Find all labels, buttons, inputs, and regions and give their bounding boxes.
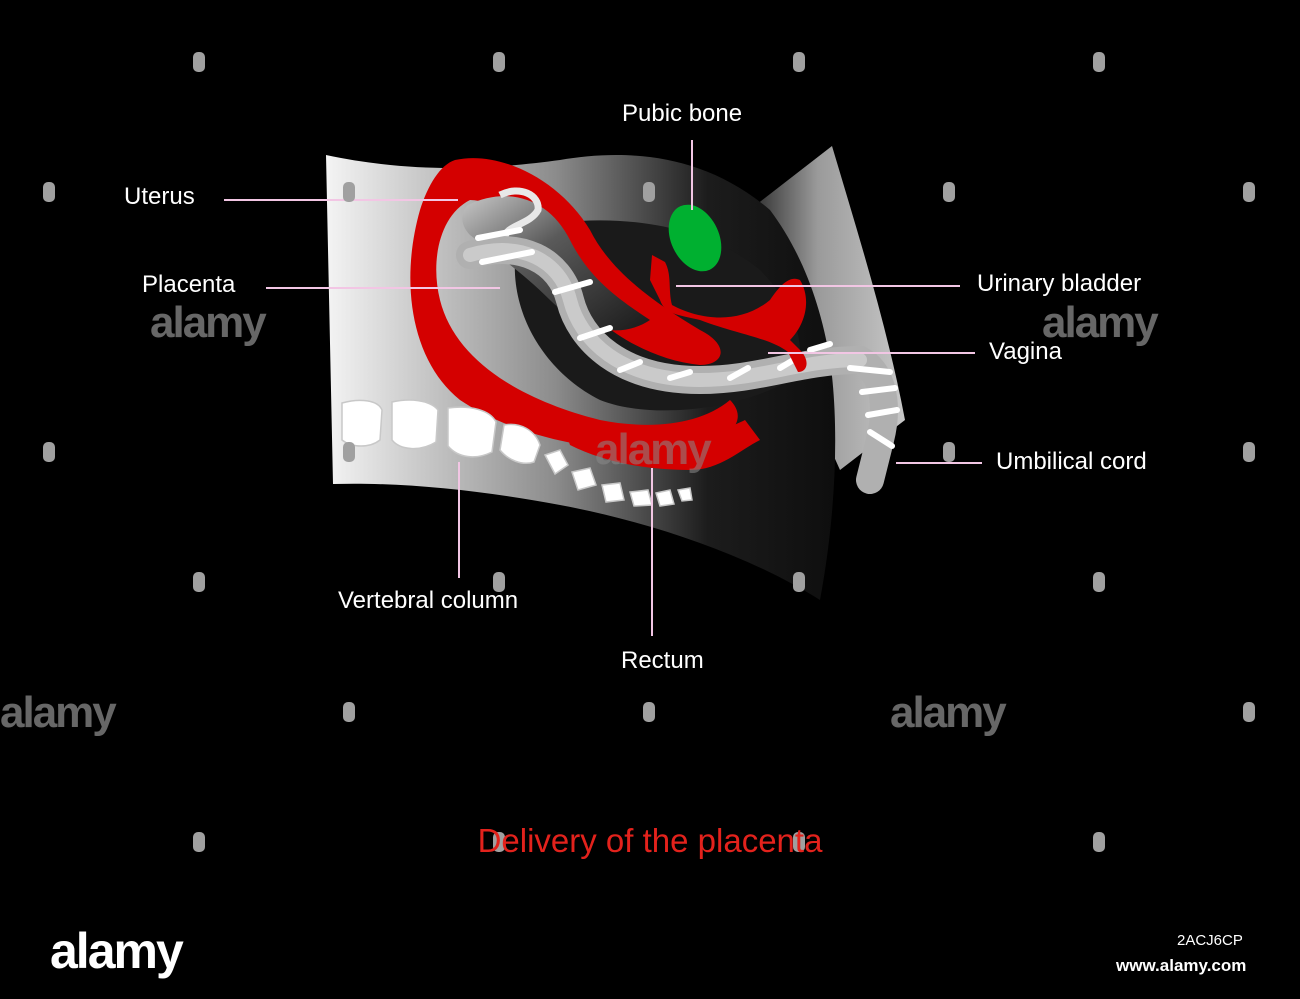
rectum-shape xyxy=(565,420,760,470)
watermark-logo: alamy xyxy=(1042,298,1159,347)
footer-url: www.alamy.com xyxy=(1116,956,1247,975)
vertebrae xyxy=(341,399,693,507)
watermark-logo: alamy xyxy=(150,298,267,347)
diagram-title: Delivery of the placenta xyxy=(477,822,823,859)
label-pubic-bone: Pubic bone xyxy=(622,100,743,127)
bladder-shape xyxy=(650,255,807,372)
label-vertebral-column: Vertebral column xyxy=(338,587,519,614)
footer-image-id: 2ACJ6CP xyxy=(1177,932,1243,949)
watermark-logo: alamy xyxy=(0,688,117,737)
leader-lines xyxy=(224,140,982,636)
label-urinary-bladder: Urinary bladder xyxy=(977,270,1142,297)
footer-logo: alamy xyxy=(50,923,184,979)
uterus-shape xyxy=(410,158,738,450)
label-umbilical-cord: Umbilical cord xyxy=(996,448,1147,475)
pubic-bone-shape xyxy=(668,204,722,272)
label-uterus: Uterus xyxy=(124,183,195,210)
label-vagina: Vagina xyxy=(989,338,1062,365)
label-rectum: Rectum xyxy=(621,647,704,674)
watermark-logo: alamy xyxy=(890,688,1007,737)
watermark-logo: alamy xyxy=(595,425,712,474)
label-placenta: Placenta xyxy=(142,271,236,298)
watermark-marks xyxy=(43,52,1255,852)
